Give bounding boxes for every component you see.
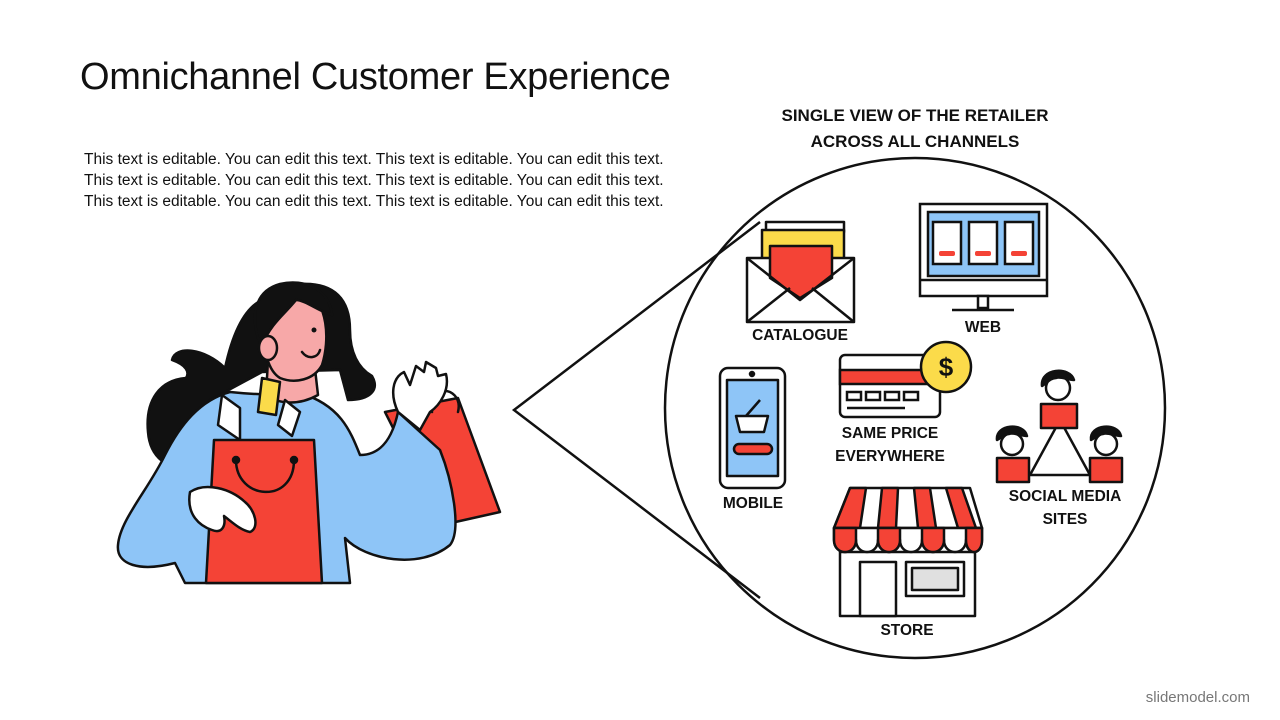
watermark: slidemodel.com: [1145, 689, 1250, 706]
label-social-line1: SOCIAL MEDIA: [1008, 488, 1122, 505]
slide-title: Omnichannel Customer Experience: [80, 56, 671, 98]
label-same-price-line2: EVERYWHERE: [835, 448, 945, 465]
diagram-heading-line1: SINGLE VIEW OF THE RETAILER: [781, 106, 1049, 125]
shopper-woman-illustration: [116, 281, 502, 585]
label-web: WEB: [964, 319, 1002, 336]
web-monitor-icon: [918, 202, 1049, 312]
body-text: This text is editable. You can edit this…: [84, 151, 664, 210]
label-catalogue: CATALOGUE: [752, 327, 848, 344]
diagram-heading: SINGLE VIEW OF THE RETAILER ACROSS ALL C…: [760, 103, 1070, 155]
diagram-heading-line2: ACROSS ALL CHANNELS: [810, 132, 1020, 151]
mobile-phone-icon: [718, 366, 787, 490]
label-store: STORE: [880, 622, 934, 639]
label-same-price-line1: SAME PRICE: [841, 425, 939, 442]
social-person-right: [1088, 425, 1124, 484]
social-network-icon: [995, 369, 1124, 484]
price-dollar-symbol: $: [938, 352, 954, 382]
label-social-line2: SITES: [1042, 511, 1088, 528]
catalogue-icon: [745, 220, 856, 324]
social-person-top: [1039, 369, 1079, 430]
label-social-media: SOCIAL MEDIA SITES: [995, 485, 1135, 531]
store-front-icon: [832, 486, 984, 618]
social-person-left: [995, 425, 1031, 484]
price-card-icon: [838, 340, 973, 419]
label-same-price: SAME PRICE EVERYWHERE: [825, 422, 955, 468]
label-mobile: MOBILE: [722, 495, 784, 512]
